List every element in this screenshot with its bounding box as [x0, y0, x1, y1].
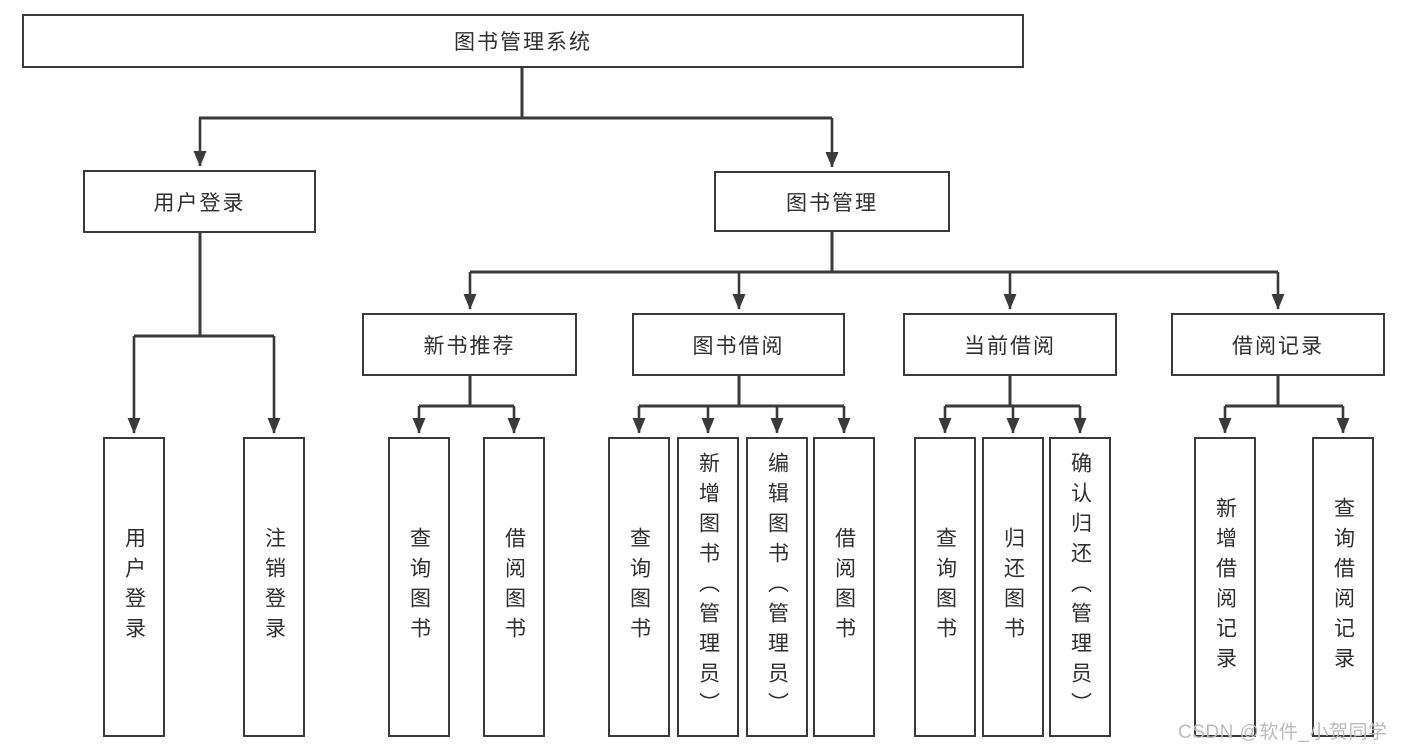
node-current-borrowing: 当前借阅	[903, 313, 1117, 376]
node-user-login-label: 用户登录	[153, 191, 246, 215]
node-book-borrowing-label: 图书借阅	[692, 334, 785, 358]
leaf-query-books-current-label: 查询图书	[933, 527, 957, 647]
leaf-confirm-return-admin: 确认归还（管理员）	[1049, 437, 1111, 737]
leaf-borrow-books-borrowing: 借阅图书	[813, 437, 875, 737]
node-root: 图书管理系统	[22, 14, 1024, 68]
leaf-add-borrow-record-label: 新增借阅记录	[1213, 497, 1237, 677]
leaf-user-login: 用户登录	[103, 437, 165, 737]
node-borrowing-records: 借阅记录	[1171, 313, 1385, 376]
leaf-add-books-admin: 新增图书（管理员）	[677, 437, 739, 737]
leaf-add-books-admin-label: 新增图书（管理员）	[696, 452, 720, 722]
node-new-book-recommend-label: 新书推荐	[423, 334, 516, 358]
node-user-login: 用户登录	[83, 170, 316, 233]
csdn-watermark: CSDN @软件_小贺同学	[1178, 722, 1388, 743]
leaf-query-books-current: 查询图书	[914, 437, 976, 737]
leaf-borrow-books-borrowing-label: 借阅图书	[832, 527, 856, 647]
leaf-edit-books-admin: 编辑图书（管理员）	[746, 437, 808, 737]
leaf-confirm-return-admin-label: 确认归还（管理员）	[1068, 452, 1092, 722]
leaf-query-books-borrowing-label: 查询图书	[627, 527, 651, 647]
node-new-book-recommend: 新书推荐	[362, 313, 577, 376]
node-current-borrowing-label: 当前借阅	[964, 334, 1056, 358]
leaf-borrow-books-recommend-label: 借阅图书	[502, 527, 526, 647]
leaf-return-books-label: 归还图书	[1001, 527, 1025, 647]
node-book-management-label: 图书管理	[786, 191, 878, 215]
leaf-user-login-label: 用户登录	[122, 527, 146, 647]
node-book-borrowing: 图书借阅	[632, 313, 845, 376]
node-root-label: 图书管理系统	[454, 31, 592, 54]
leaf-add-borrow-record: 新增借阅记录	[1194, 437, 1256, 737]
leaf-query-borrow-record-label: 查询借阅记录	[1331, 497, 1355, 677]
leaf-edit-books-admin-label: 编辑图书（管理员）	[765, 452, 789, 722]
leaf-query-books-recommend-label: 查询图书	[407, 527, 431, 647]
node-borrowing-records-label: 借阅记录	[1232, 334, 1324, 358]
leaf-query-borrow-record: 查询借阅记录	[1312, 437, 1374, 737]
leaf-logout: 注销登录	[243, 437, 305, 737]
leaf-query-books-borrowing: 查询图书	[608, 437, 670, 737]
leaf-query-books-recommend: 查询图书	[388, 437, 450, 737]
leaf-logout-label: 注销登录	[262, 527, 286, 647]
node-book-management: 图书管理	[714, 171, 950, 232]
leaf-borrow-books-recommend: 借阅图书	[483, 437, 545, 737]
leaf-return-books: 归还图书	[982, 437, 1044, 737]
